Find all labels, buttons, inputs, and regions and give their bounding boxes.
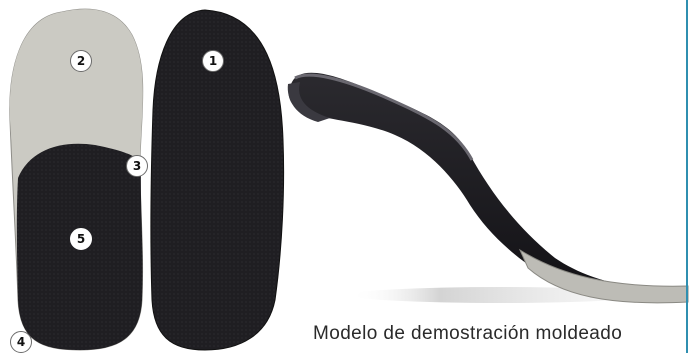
marker-2: 2 [70, 50, 92, 72]
caption: Modelo de demostración moldeado [313, 323, 653, 345]
marker-1: 1 [202, 50, 224, 72]
accent-rule [686, 0, 688, 353]
marker-3: 3 [126, 155, 148, 177]
marker-4: 4 [10, 331, 32, 353]
molded-insole-body [289, 73, 688, 303]
marker-5: 5 [70, 228, 92, 250]
